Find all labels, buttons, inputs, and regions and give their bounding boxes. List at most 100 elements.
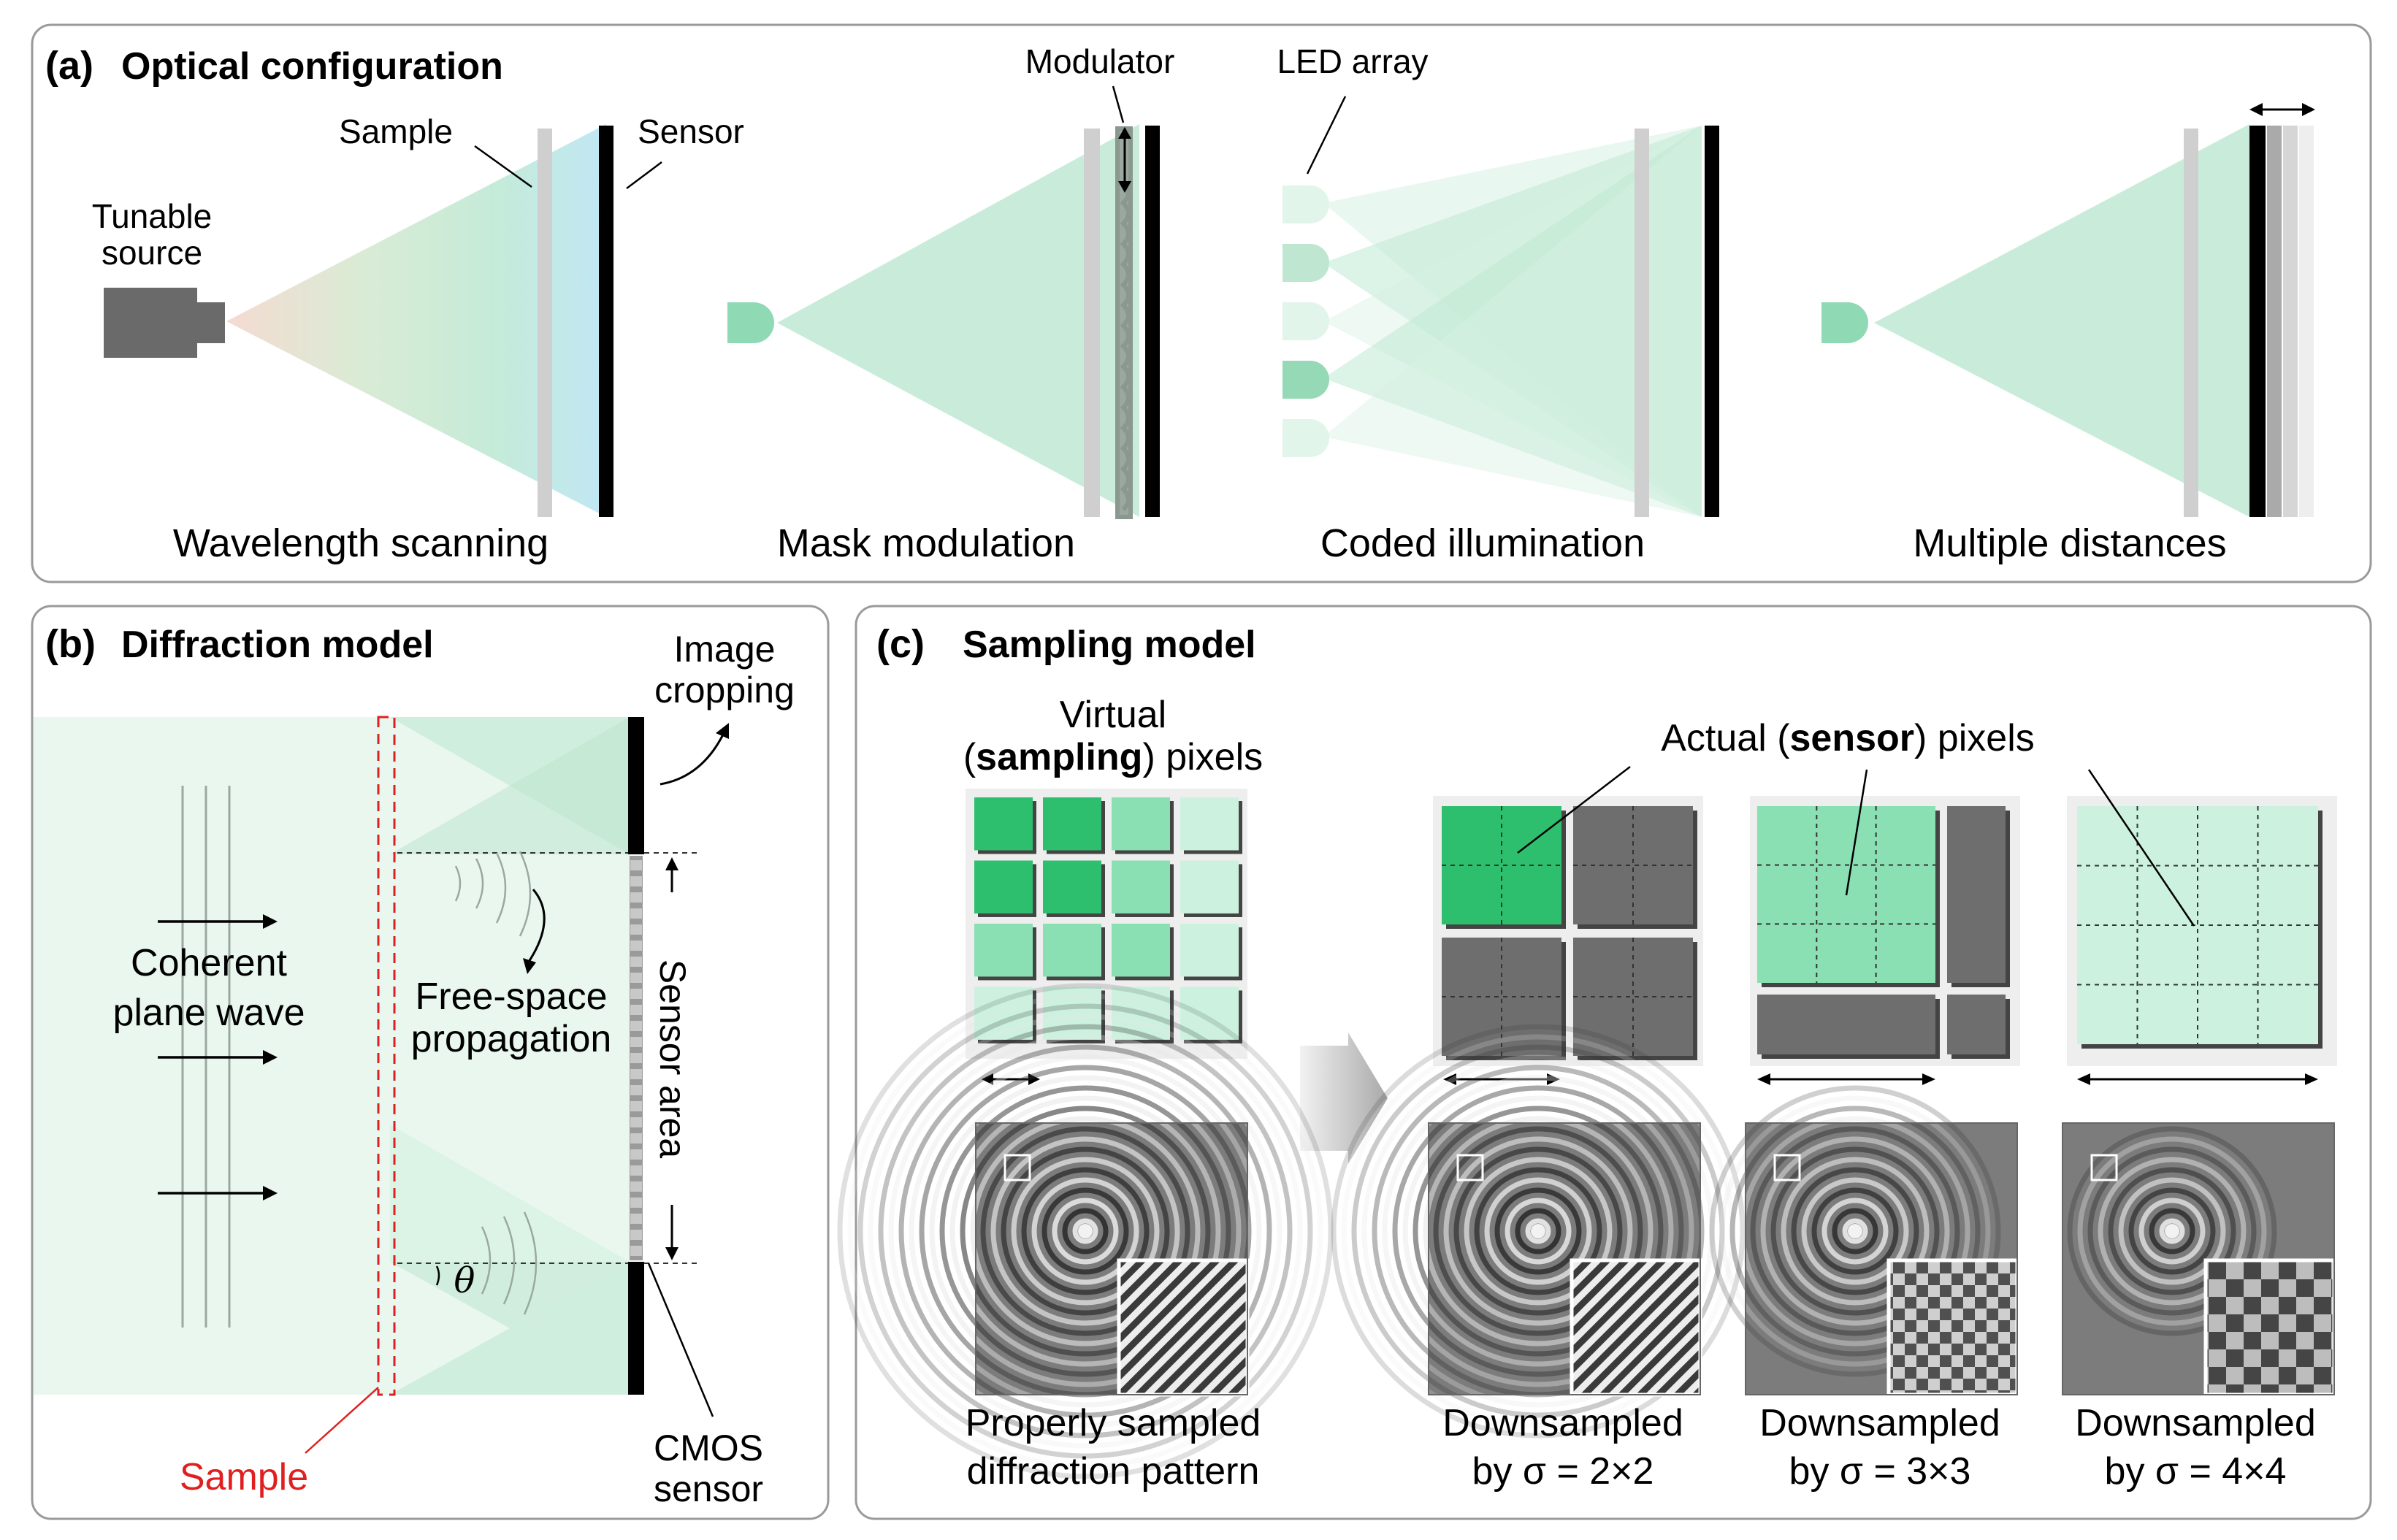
sensor-pixel [630, 860, 642, 870]
sensor-bar [599, 126, 613, 517]
sensor-pixel [630, 1198, 642, 1208]
sensor-pixel [630, 1037, 642, 1047]
pattern-3x3-zoom-inset [1886, 1258, 2019, 1397]
coded-illumination-caption: Coded illumination [1320, 521, 1645, 565]
pattern-2x2-roi-box [1456, 1154, 1484, 1181]
pattern-proper-ring [1031, 1177, 1139, 1285]
mask-modulation-setup: Modulator Mask modulation [727, 42, 1174, 565]
sensor-pixel [630, 1181, 642, 1192]
pattern-proper-zoom-inset [1117, 1258, 1250, 1397]
pattern-2x2-ring [1341, 1034, 1735, 1428]
pattern-2x2-ring [1331, 1024, 1746, 1439]
actual-pixels-label: Actual (sensor) pixels [1661, 717, 2035, 759]
pattern-proper-ring [857, 1003, 1313, 1459]
sensor-pixel [630, 1085, 642, 1095]
crop-arrow [660, 731, 726, 786]
modulator-mask [1115, 126, 1133, 519]
wavefront-arc-6 [502, 1216, 516, 1305]
angle-arc [435, 1265, 440, 1286]
caption-3-line1: Downsampled [2075, 1402, 2316, 1444]
pattern-3x3-ring [1821, 1198, 1889, 1265]
tunable-label-1: Tunable [92, 197, 213, 235]
pattern-proper-ring [1011, 1157, 1160, 1306]
pattern-proper-ring [929, 1075, 1242, 1387]
wavefront-arc-7 [523, 1211, 538, 1315]
pattern-2x2-ring [1351, 1044, 1725, 1418]
caption-2-line1: Downsampled [1759, 1402, 2000, 1444]
mask-modulation-caption: Mask modulation [777, 521, 1075, 565]
sensor-pixel [630, 1214, 642, 1224]
pattern-2x2-ring [1443, 1136, 1633, 1326]
crop-label-1: Image [674, 629, 776, 670]
virtual-pitch-arrow-head-right [1028, 1073, 1040, 1085]
pattern-3x3-ring [1781, 1157, 1930, 1306]
panel-a-title: Optical configuration [121, 45, 503, 88]
caption-0-line1: Properly sampled [966, 1402, 1261, 1444]
sensor-position-3 [2283, 126, 2298, 517]
tunable-source-nozzle [197, 302, 225, 343]
pattern-4x4-ring [2159, 1218, 2185, 1244]
wavefront-arc-1 [454, 865, 462, 902]
pattern-4x4-frame [2062, 1122, 2335, 1395]
sensor-position-2 [2267, 126, 2282, 517]
coherent-label-2: plane wave [112, 992, 305, 1034]
pattern-proper-frame [975, 1122, 1248, 1395]
actual-leader-2 [1845, 769, 1868, 896]
pattern-2x2-ring [1515, 1208, 1561, 1254]
pattern-3x3-ring [1729, 1106, 1981, 1357]
tunable-source-body [104, 288, 197, 358]
sensor-pixel-3x3-gray [1947, 995, 2006, 1054]
virtual-pixel [1112, 923, 1170, 977]
pattern-4x4-ring [2108, 1167, 2236, 1295]
pattern-4x4-ring [2087, 1146, 2257, 1316]
distance-arrow-head-right [2302, 103, 2315, 116]
pattern-proper-ring [847, 993, 1323, 1469]
pattern-3x3-ring [1832, 1208, 1878, 1254]
sensor-pixel [630, 1117, 642, 1127]
sensor-pixel [630, 1133, 642, 1143]
pattern-4x4-ring [2138, 1198, 2206, 1265]
sensor-position-4 [2299, 126, 2314, 517]
sensor-bar-3 [1705, 126, 1719, 517]
pattern-2x2-ring [1412, 1106, 1664, 1357]
sample-slab-4 [2184, 129, 2198, 517]
pattern-proper-center [1078, 1224, 1093, 1238]
sensor-2x2-pitch-head-left [1443, 1073, 1456, 1085]
sample-label-b: Sample [180, 1456, 308, 1498]
pattern-proper-ring [990, 1136, 1180, 1326]
virtual-pixel [1043, 923, 1101, 977]
modulator-arrow-head-up [1118, 127, 1131, 139]
pattern-4x4-zoom-inset [2203, 1258, 2336, 1397]
green-beam [777, 124, 1139, 517]
pattern-2x2-ring [1382, 1075, 1694, 1387]
virtual-pitch-arrow-head-left [982, 1073, 993, 1085]
sensor-area-arrow-top-head [665, 857, 678, 870]
cmos-sensor-bottom [628, 1262, 644, 1395]
propagation-label-2: propagation [411, 1018, 612, 1060]
pattern-proper-ring [1062, 1208, 1109, 1254]
pattern-3x3-ring [1801, 1177, 1909, 1285]
sensor-4x4-pitch-head-left [2077, 1073, 2090, 1085]
virtual-pixels-label-2: (sampling) pixels [963, 736, 1263, 778]
pattern-3x3-ring [1811, 1187, 1899, 1275]
pattern-2x2-ring [1464, 1157, 1613, 1306]
led-array-label: LED array [1277, 42, 1428, 80]
sensor-pixel [630, 941, 642, 951]
sensor-label: Sensor [638, 112, 744, 150]
pattern-2x2-ring [1392, 1085, 1684, 1377]
pattern-2x2-frame [1428, 1122, 1701, 1395]
pattern-4x4-ring [2067, 1126, 2277, 1336]
pattern-proper-ring [888, 1034, 1282, 1428]
pattern-proper-ring [949, 1095, 1221, 1367]
pattern-proper-ring [878, 1024, 1293, 1439]
diffraction-model: Coherent plane wave Free-space propagati… [34, 629, 795, 1509]
led-source [727, 302, 774, 343]
virtual-pixel [1180, 797, 1239, 851]
led-5 [1282, 419, 1329, 457]
led-source-4 [1821, 302, 1868, 343]
virtual-pixel [1180, 923, 1239, 977]
wavelength-scanning-caption: Wavelength scanning [173, 521, 548, 565]
diffraction-cone-top-2 [390, 717, 630, 854]
caption-2-line2: by σ = 3×3 [1789, 1450, 1971, 1493]
